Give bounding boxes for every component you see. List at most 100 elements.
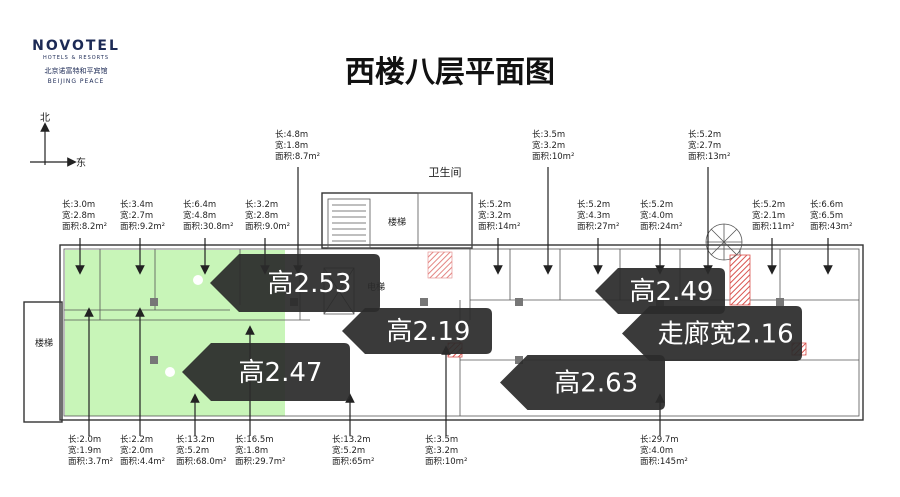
top-room-label-a: 面积:24m² [640,221,682,232]
column [515,298,523,306]
top-room-label-l: 长:6.4m [183,199,216,210]
bottom-room-label-l: 长:2.2m [120,434,153,445]
top-room-label-a: 面积:9.0m² [245,221,290,232]
top-room-label-w: 宽:4.3m [577,210,610,221]
top-room-label-w: 宽:2.7m [688,140,721,151]
bottom-room-label-w: 宽:4.0m [640,445,673,456]
height-tag: 高2.19 [342,308,492,354]
bottom-room-label-a: 面积:68.0m² [176,456,226,467]
compass: 北 东 [30,112,86,169]
top-room-label-w: 宽:4.0m [640,210,673,221]
top-room-label-w: 宽:2.8m [245,210,278,221]
height-tag: 高2.49 [595,268,725,314]
bottom-room-label-l: 长:13.2m [332,434,371,445]
logo-tagline: HOTELS & RESORTS [43,55,109,61]
bottom-room-label-a: 面积:10m² [425,456,467,467]
compass-north: 北 [40,112,50,124]
bottom-room-label-a: 面积:145m² [640,456,688,467]
top-room-label-l: 长:3.0m [62,199,95,210]
bottom-room-label-w: 宽:5.2m [176,445,209,456]
compass-east: 东 [76,156,86,169]
top-room-label-l: 长:5.2m [640,199,673,210]
height-tag: 高2.47 [182,343,350,401]
top-room-label-a: 面积:9.2m² [120,221,165,232]
restroom-block [417,192,473,249]
height-tag-shape [500,355,665,410]
restroom-label: 卫生间 [429,165,462,179]
restroom-hatch [427,251,453,279]
top-room-label-w: 宽:2.7m [120,210,153,221]
column [150,298,158,306]
bottom-room-label-w: 宽:5.2m [332,445,365,456]
bottom-room-label-l: 长:16.5m [235,434,274,445]
top-room-label-a: 面积:14m² [478,221,520,232]
bottom-room-label-l: 长:3.5m [425,434,458,445]
novotel-logo: NOVOTEL HOTELS & RESORTS 北京诺富特和平宾馆 BEIJI… [32,38,120,85]
height-tag: 高2.53 [210,254,380,312]
page-title: 西楼八层平面图 [345,55,555,90]
height-tag-shape [595,268,725,314]
stair-core [327,198,371,249]
top-room-label-a: 面积:43m² [810,221,852,232]
height-tag: 走廊宽2.16 [622,306,802,361]
height-tag-text: 高2.49 [630,277,714,307]
top-room-label-w: 宽:2.8m [62,210,95,221]
top-room-label-a: 面积:13m² [688,151,730,162]
bottom-room-label-a: 面积:29.7m² [235,456,285,467]
height-tag-text: 走廊宽2.16 [658,320,794,350]
column [420,298,428,306]
top-room-label-l: 长:5.2m [577,199,610,210]
bottom-room-label-l: 长:29.7m [640,434,679,445]
height-tag-shape [210,254,380,312]
top-room-label-l: 长:3.5m [532,129,565,140]
top-room-label-w: 宽:6.5m [810,210,843,221]
bottom-room-label-a: 面积:4.4m² [120,456,165,467]
top-room-label-w: 宽:3.2m [532,140,565,151]
top-room-label-w: 宽:4.8m [183,210,216,221]
inner-wall [63,248,860,417]
top-room-label-l: 长:4.8m [275,129,308,140]
top-room-label-a: 面积:11m² [752,221,794,232]
bottom-room-label-a: 面积:65m² [332,456,374,467]
height-tag-text: 高2.19 [387,317,471,347]
bottom-room-label-a: 面积:3.7m² [68,456,113,467]
top-room-label-a: 面积:8.7m² [275,151,320,162]
logo-hotel-en: BEIJING PEACE [48,78,105,85]
height-tag-shape [182,343,350,401]
marker-dot [193,275,203,285]
height-tag-text: 高2.53 [268,269,352,299]
column [515,356,523,364]
bottom-room-label-l: 长:2.0m [68,434,101,445]
height-tag-text: 高2.63 [554,369,638,399]
top-room-label-l: 长:5.2m [688,129,721,140]
top-room-label-l: 长:5.2m [752,199,785,210]
left-stair-block [23,301,63,423]
top-room-label-w: 宽:3.2m [478,210,511,221]
bottom-room-label-w: 宽:2.0m [120,445,153,456]
logo-brand: NOVOTEL [32,38,120,54]
outer-wall [59,244,864,421]
top-room-label-w: 宽:1.8m [275,140,308,151]
top-room-label-a: 面积:30.8m² [183,221,233,232]
bottom-room-label-w: 宽:1.8m [235,445,268,456]
bottom-room-label-w: 宽:3.2m [425,445,458,456]
bottom-room-label-l: 长:13.2m [176,434,215,445]
top-room-label-a: 面积:27m² [577,221,619,232]
top-room-label-w: 宽:2.1m [752,210,785,221]
left-stairs-label: 楼梯 [35,337,53,349]
